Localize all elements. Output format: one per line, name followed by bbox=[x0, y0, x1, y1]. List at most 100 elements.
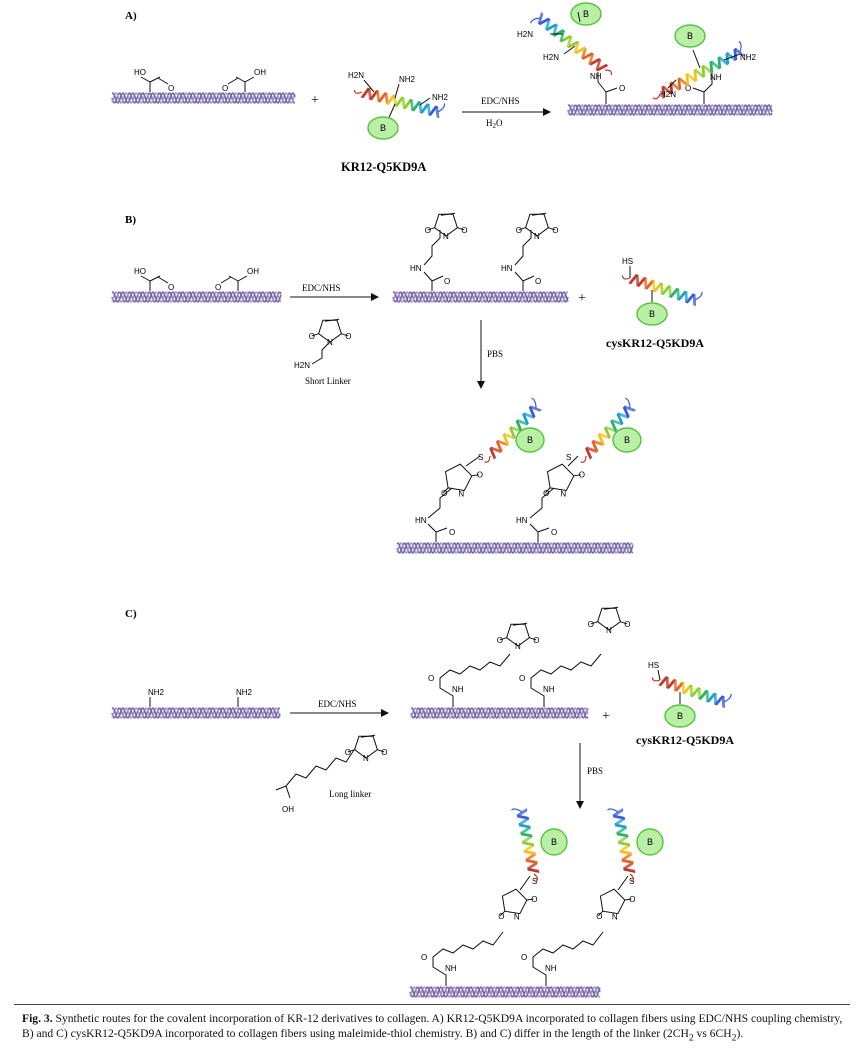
carboxyl-group bbox=[140, 275, 248, 291]
helix bbox=[621, 274, 703, 307]
peptide-name-b: cysKR12-Q5KD9A bbox=[606, 336, 704, 350]
succinimide-ring: OON bbox=[441, 463, 483, 498]
group-label: O bbox=[551, 528, 557, 537]
group-label: O bbox=[533, 636, 539, 645]
panel-label-c: C) bbox=[125, 608, 137, 620]
bead-label: B bbox=[380, 123, 386, 133]
helix bbox=[530, 11, 613, 76]
group-label: O bbox=[168, 283, 174, 292]
bead-label: B bbox=[647, 837, 653, 847]
group-label: S bbox=[478, 453, 483, 462]
linker-label: Short Linker bbox=[305, 376, 351, 386]
group-label: O bbox=[345, 748, 351, 757]
group-label: NH2 bbox=[236, 688, 253, 697]
bead-label: B bbox=[687, 31, 693, 41]
caption-text: vs 6CH bbox=[693, 1027, 732, 1040]
group-label: O bbox=[624, 620, 630, 629]
group-label: NH2 bbox=[399, 75, 416, 84]
collagen-fiber bbox=[111, 290, 282, 304]
bead-label: B bbox=[649, 309, 655, 319]
plus-sign: + bbox=[602, 709, 610, 724]
group-label: HS bbox=[622, 257, 633, 266]
group-label: NH bbox=[710, 73, 722, 82]
group-label: NH2 bbox=[432, 93, 449, 102]
group-label: O bbox=[579, 471, 585, 480]
group-label: O bbox=[444, 277, 450, 286]
group-label: O bbox=[168, 84, 174, 93]
group-label: HN bbox=[501, 264, 513, 273]
group-label: O bbox=[619, 84, 625, 93]
group-label: NH bbox=[445, 964, 457, 973]
group-label: OH bbox=[247, 267, 259, 276]
bead bbox=[367, 116, 399, 140]
group-label: O bbox=[519, 674, 525, 683]
collagen-fiber bbox=[409, 985, 601, 999]
group-label: H2N bbox=[543, 53, 559, 62]
amine-group bbox=[149, 697, 239, 707]
group-label: S bbox=[532, 877, 537, 886]
caption-text: ). bbox=[736, 1027, 744, 1040]
linker-chain bbox=[427, 487, 555, 542]
group-label: N bbox=[514, 913, 520, 922]
group-label: O bbox=[425, 226, 431, 235]
helix bbox=[484, 397, 543, 463]
reagent-label: EDC/NHS bbox=[318, 699, 357, 709]
collagen-fiber bbox=[396, 541, 634, 555]
bead-label: B bbox=[677, 711, 683, 721]
bead bbox=[664, 704, 696, 728]
group-label: HN bbox=[410, 264, 422, 273]
group-label: HO bbox=[134, 267, 146, 276]
linker-chain bbox=[275, 749, 355, 799]
peptide-stem bbox=[363, 79, 431, 121]
group-label: N bbox=[560, 489, 566, 498]
group-label: HN bbox=[516, 516, 528, 525]
peptide-stem bbox=[550, 11, 581, 55]
plus-sign: + bbox=[311, 93, 319, 108]
group-label: OH bbox=[254, 68, 266, 77]
reagent-label: EDC/NHS bbox=[481, 96, 520, 106]
helix bbox=[652, 40, 746, 100]
caption-subscript: 2 bbox=[731, 1032, 737, 1044]
group-label: H2N bbox=[660, 90, 676, 99]
bead bbox=[515, 427, 545, 453]
group-label: N bbox=[612, 913, 618, 922]
figure-caption: Fig. 3. Synthetic routes for the covalen… bbox=[22, 1011, 850, 1045]
reagent-label: EDC/NHS bbox=[302, 283, 341, 293]
collagen-fiber bbox=[567, 103, 773, 117]
group-label: NH2 bbox=[740, 53, 757, 62]
group-label: O bbox=[535, 277, 541, 286]
group-label: O bbox=[497, 636, 503, 645]
group-label: O bbox=[521, 953, 527, 962]
bead bbox=[540, 828, 568, 856]
group-label: O bbox=[381, 748, 387, 757]
group-label: O bbox=[449, 528, 455, 537]
helix bbox=[651, 676, 732, 709]
reagent-label: PBS bbox=[587, 766, 603, 776]
carboxyl-group bbox=[140, 76, 255, 92]
succinimide-ring: OON bbox=[596, 888, 635, 922]
reaction-scheme: A) HO O OH O + H2N NH2 NH2 KR12-Q5KD9A E… bbox=[111, 2, 773, 999]
group-label: HS bbox=[648, 661, 659, 670]
group-label: O bbox=[215, 283, 221, 292]
bead-label: B bbox=[583, 9, 589, 19]
group-label: O bbox=[588, 620, 594, 629]
group-label: NH bbox=[543, 685, 555, 694]
group-label: O bbox=[477, 471, 483, 480]
group-label: N bbox=[515, 642, 521, 651]
group-label: O bbox=[685, 84, 691, 93]
helix bbox=[353, 87, 446, 119]
group-label: H2N bbox=[294, 361, 310, 370]
bead bbox=[612, 427, 642, 453]
group-label: O bbox=[498, 912, 504, 921]
linker-chain bbox=[423, 230, 535, 291]
succinimide-ring: OON bbox=[543, 463, 585, 498]
group-label: N bbox=[458, 489, 464, 498]
panel-label-b: B) bbox=[125, 214, 136, 226]
helix bbox=[511, 808, 540, 883]
group-label: NH bbox=[590, 72, 602, 81]
panel-label-a: A) bbox=[125, 10, 137, 22]
